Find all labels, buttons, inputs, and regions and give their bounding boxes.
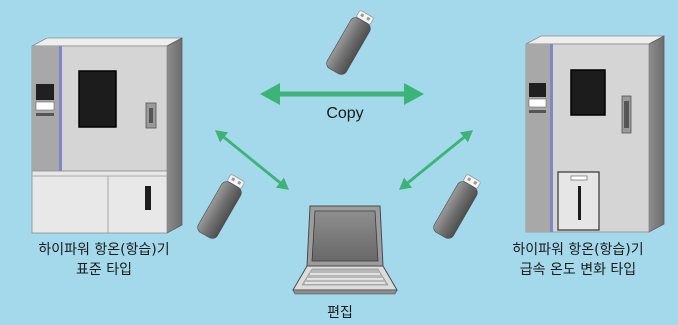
chamber-rapid-icon [525, 35, 665, 233]
usb-drive-icon [194, 172, 249, 242]
left-chamber-label-line-1: 하이파워 항온(항습)기 [38, 242, 170, 258]
double-arrow-icon [260, 83, 424, 105]
right-chamber-label: 하이파워 항온(항습)기 급속 온도 변화 타입 [478, 240, 678, 280]
left-chamber-label: 하이파워 항온(항습)기 표준 타입 [6, 240, 202, 280]
laptop-label: 편집 [327, 305, 353, 321]
right-chamber-label-line-1: 하이파워 항온(항습)기 [512, 242, 644, 258]
usb-drive-icon [430, 172, 485, 242]
left-chamber-label-line-2: 표준 타입 [76, 262, 132, 278]
chamber-standard-icon [31, 37, 183, 234]
copy-label: Copy [326, 105, 364, 122]
laptop-icon [292, 205, 398, 295]
usb-drive-icon [323, 8, 378, 78]
right-chamber-label-line-2: 급속 온도 변화 타입 [519, 262, 637, 278]
